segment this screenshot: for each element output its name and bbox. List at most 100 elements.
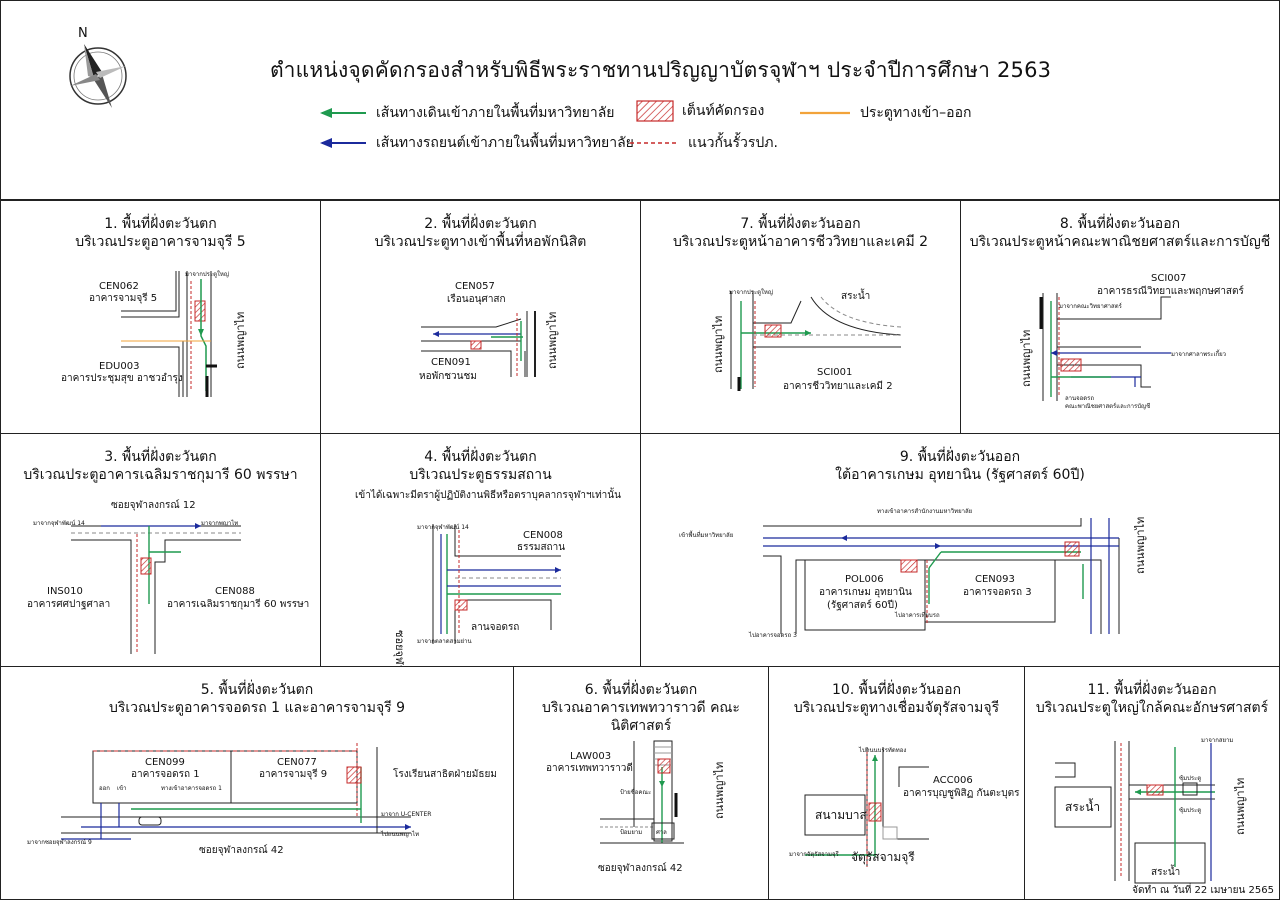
p10-from-square: มาจากจัตุรัสจามจุรี <box>789 851 839 858</box>
p11-pond-south: สระน้ำ <box>1151 867 1181 878</box>
panel-1: 1. พื้นที่ฝั่งตะวันตก บริเวณประตูอาคารจา… <box>0 200 321 434</box>
p11-from-siam: มาจากสยาม <box>1201 737 1234 744</box>
p1-edu003-name: อาคารประชุมสุข อาชวอำรุง <box>61 373 183 384</box>
p11-gate-arch-1: ซุ้มประตู <box>1179 775 1202 782</box>
dashed-line-icon <box>630 142 678 144</box>
map-title: ตำแหน่งจุดคัดกรองสำหรับพิธีพระราชทานปริญ… <box>270 58 1052 82</box>
compass-icon <box>69 44 127 108</box>
p1-cen062-name: อาคารจามจุรี 5 <box>89 293 158 304</box>
p5-cen077-name: อาคารจามจุรี 9 <box>259 769 328 780</box>
p11-road-label: ถนนพญาไท <box>1234 777 1247 835</box>
p7-road-label: ถนนพญาไท <box>712 315 725 373</box>
p3-cen088-name: อาคารเฉลิมราชกุมารี 60 พรรษา <box>167 599 310 610</box>
p9-pol006-name: อาคารเกษม อุทยานิน <box>819 587 912 598</box>
legend-car-label: เส้นทางรถยนต์เข้าภายในพื้นที่มหาวิทยาลัย <box>376 135 634 151</box>
panel-5-map <box>61 743 411 840</box>
p2-cen057-name: เรือนอนุศาสก <box>447 294 506 305</box>
p6-shrine: ศาล <box>656 829 667 836</box>
panel-11: 11. พื้นที่ฝั่งตะวันออก บริเวณประตูใหญ่ใ… <box>1024 666 1280 900</box>
p5-from-soi9: มาจากซอยจุฬาลงกรณ์ 9 <box>27 839 92 846</box>
p2-cen057: CEN057 <box>455 281 495 292</box>
p8-from-pavilion: มาจากศาลาพระเกี้ยว <box>1171 351 1227 358</box>
panel-5: 5. พื้นที่ฝั่งตะวันตก บริเวณประตูอาคารจอ… <box>0 666 514 900</box>
p7-pond: สระน้ำ <box>841 291 871 302</box>
panel-4-map <box>432 524 561 644</box>
p1-from-gate: มาจากประตูใหญ่ <box>185 271 229 278</box>
legend-tent-label: เต็นท์คัดกรอง <box>682 103 765 119</box>
green-arrow-icon <box>320 108 366 118</box>
panel-8-map <box>1039 293 1171 401</box>
panel-1-map <box>121 271 217 397</box>
panel-4: 4. พื้นที่ฝั่งตะวันตก บริเวณประตูธรรมสถา… <box>320 433 641 716</box>
p9-road-label: ถนนพญาไท <box>1134 516 1147 574</box>
p7-from-gate: มาจากประตูใหญ่ <box>729 289 773 296</box>
p5-soi42: ซอยจุฬาลงกรณ์ 42 <box>199 845 284 856</box>
panel-10-map <box>804 747 929 867</box>
p9-cen093: CEN093 <box>975 574 1015 585</box>
blue-arrow-icon <box>320 138 366 148</box>
panel-4-title: 4. พื้นที่ฝั่งตะวันตก <box>424 449 537 465</box>
panel-7: 7. พื้นที่ฝั่งตะวันออก บริเวณประตูหน้าอา… <box>640 200 961 434</box>
p4-parking: ลานจอดรถ <box>471 622 520 633</box>
p5-school: โรงเรียนสาธิตฝ่ายมัธยม <box>393 769 497 780</box>
p5-from-ucenter: มาจาก U-CENTER <box>381 811 432 818</box>
p8-sci007-name: อาคารธรณีวิทยาและพฤกษศาสตร์ <box>1097 286 1244 297</box>
p5-enter: เข้า <box>117 785 127 792</box>
panel-3-title: 3. พื้นที่ฝั่งตะวันตก <box>104 449 217 465</box>
panel-1-subtitle: บริเวณประตูอาคารจามจุรี 5 <box>75 234 246 250</box>
panel-5-subtitle: บริเวณประตูอาคารจอดรถ 1 และอาคารจามจุรี … <box>108 700 406 716</box>
panel-11-title: 11. พื้นที่ฝั่งตะวันออก <box>1087 682 1217 698</box>
header-frame <box>0 0 1280 200</box>
panel-3-subtitle: บริเวณประตูอาคารเฉลิมราชกุมารี 60 พรรษา <box>23 467 298 483</box>
p10-basketball: สนามบาส <box>815 808 867 822</box>
legend-car: เส้นทางรถยนต์เข้าภายในพื้นที่มหาวิทยาลัย <box>318 132 634 154</box>
p6-soi42: ซอยจุฬาลงกรณ์ 42 <box>598 863 683 874</box>
p6-faculty-sign: ป้ายชื่อคณะ <box>620 789 652 796</box>
panel-2-subtitle: บริเวณประตูทางเข้าพื้นที่หอพักนิสิต <box>374 234 587 250</box>
p3-from-14: มาจากจุฬาพัฒน์ 14 <box>33 520 85 527</box>
p5-cen077: CEN077 <box>277 757 317 768</box>
p3-from-phayathai: มาจากพญาไท <box>201 520 239 527</box>
panel-8-subtitle: บริเวณประตูหน้าคณะพาณิชยศาสตร์และการบัญช… <box>969 234 1271 250</box>
p10-square: จัตุรัสจามจุรี <box>851 850 915 864</box>
panel-10-title: 10. พื้นที่ฝั่งตะวันออก <box>831 682 962 698</box>
p7-sci001-name: อาคารชีววิทยาและเคมี 2 <box>783 381 893 392</box>
legend-gate: ประตูทางเข้า–ออก <box>798 102 971 124</box>
panel-4-subtitle: บริเวณประตูธรรมสถาน <box>409 467 552 483</box>
p4-from-samyan: มาจากตลาดสามย่าน <box>417 638 472 645</box>
p9-to-dropoff: ไปอาคารเทียบรถ <box>895 612 940 619</box>
p8-from-sci: มาจากคณะวิทยาศาสตร์ <box>1059 303 1122 310</box>
panel-7-subtitle: บริเวณประตูหน้าอาคารชีววิทยาและเคมี 2 <box>672 234 929 250</box>
legend-walk: เส้นทางเดินเข้าภายในพื้นที่มหาวิทยาลัย <box>318 102 614 124</box>
p4-from-14: มาจากจุฬาพัฒน์ 14 <box>417 524 469 531</box>
p7-sci001: SCI001 <box>817 367 853 378</box>
p9-office-entrance: ทางเข้าอาคารสำนักงานมหาวิทยาลัย <box>877 508 973 515</box>
p2-cen091: CEN091 <box>431 357 471 368</box>
p3-ins010: INS010 <box>47 586 83 597</box>
footer-date: จัดทำ ณ วันที่ 22 เมษายน 2565 <box>1132 885 1274 896</box>
panel-10-subtitle: บริเวณประตูทางเชื่อมจัตุรัสจามจุรี <box>793 700 1000 716</box>
p10-acc006: ACC006 <box>933 775 973 786</box>
panel-5-title: 5. พื้นที่ฝั่งตะวันตก <box>200 682 314 698</box>
panel-7-title: 7. พื้นที่ฝั่งตะวันออก <box>740 216 861 232</box>
panel-6-subtitle: บริเวณอาคารเทพทวาราวดี คณะนิติศาสตร์ <box>542 700 740 734</box>
p9-to-parking3: ไปอาคารจอดรถ 3 <box>749 632 797 639</box>
p1-cen062: CEN062 <box>99 281 139 292</box>
p9-pol006-sub: (รัฐศาสตร์ 60ปี) <box>827 600 898 611</box>
p6-law003: LAW003 <box>570 751 612 762</box>
p9-cen093-name: อาคารจอดรถ 3 <box>963 587 1032 598</box>
panel-2-title: 2. พื้นที่ฝั่งตะวันตก <box>424 216 537 232</box>
p1-edu003: EDU003 <box>99 361 140 372</box>
panel-1-title: 1. พื้นที่ฝั่งตะวันตก <box>104 216 217 232</box>
p3-ins010-name: อาคารศศปาฐศาลา <box>27 599 111 610</box>
panel-2: 2. พื้นที่ฝั่งตะวันตก บริเวณประตูทางเข้า… <box>320 200 641 434</box>
legend-fence: แนวกั้นรั้วรปภ. <box>628 132 778 154</box>
panel-7-map <box>730 291 902 391</box>
p5-cen099: CEN099 <box>145 757 185 768</box>
panel-8: 8. พื้นที่ฝั่งตะวันออก บริเวณประตูหน้าคณ… <box>960 200 1280 434</box>
p8-parking: ลานจอดรถ <box>1065 395 1095 402</box>
p4-cen008: CEN008 <box>523 530 563 541</box>
panel-3-map <box>71 523 241 654</box>
p3-cen088: CEN088 <box>215 586 255 597</box>
p6-law003-name: อาคารเทพทวาราวดี <box>546 763 633 774</box>
